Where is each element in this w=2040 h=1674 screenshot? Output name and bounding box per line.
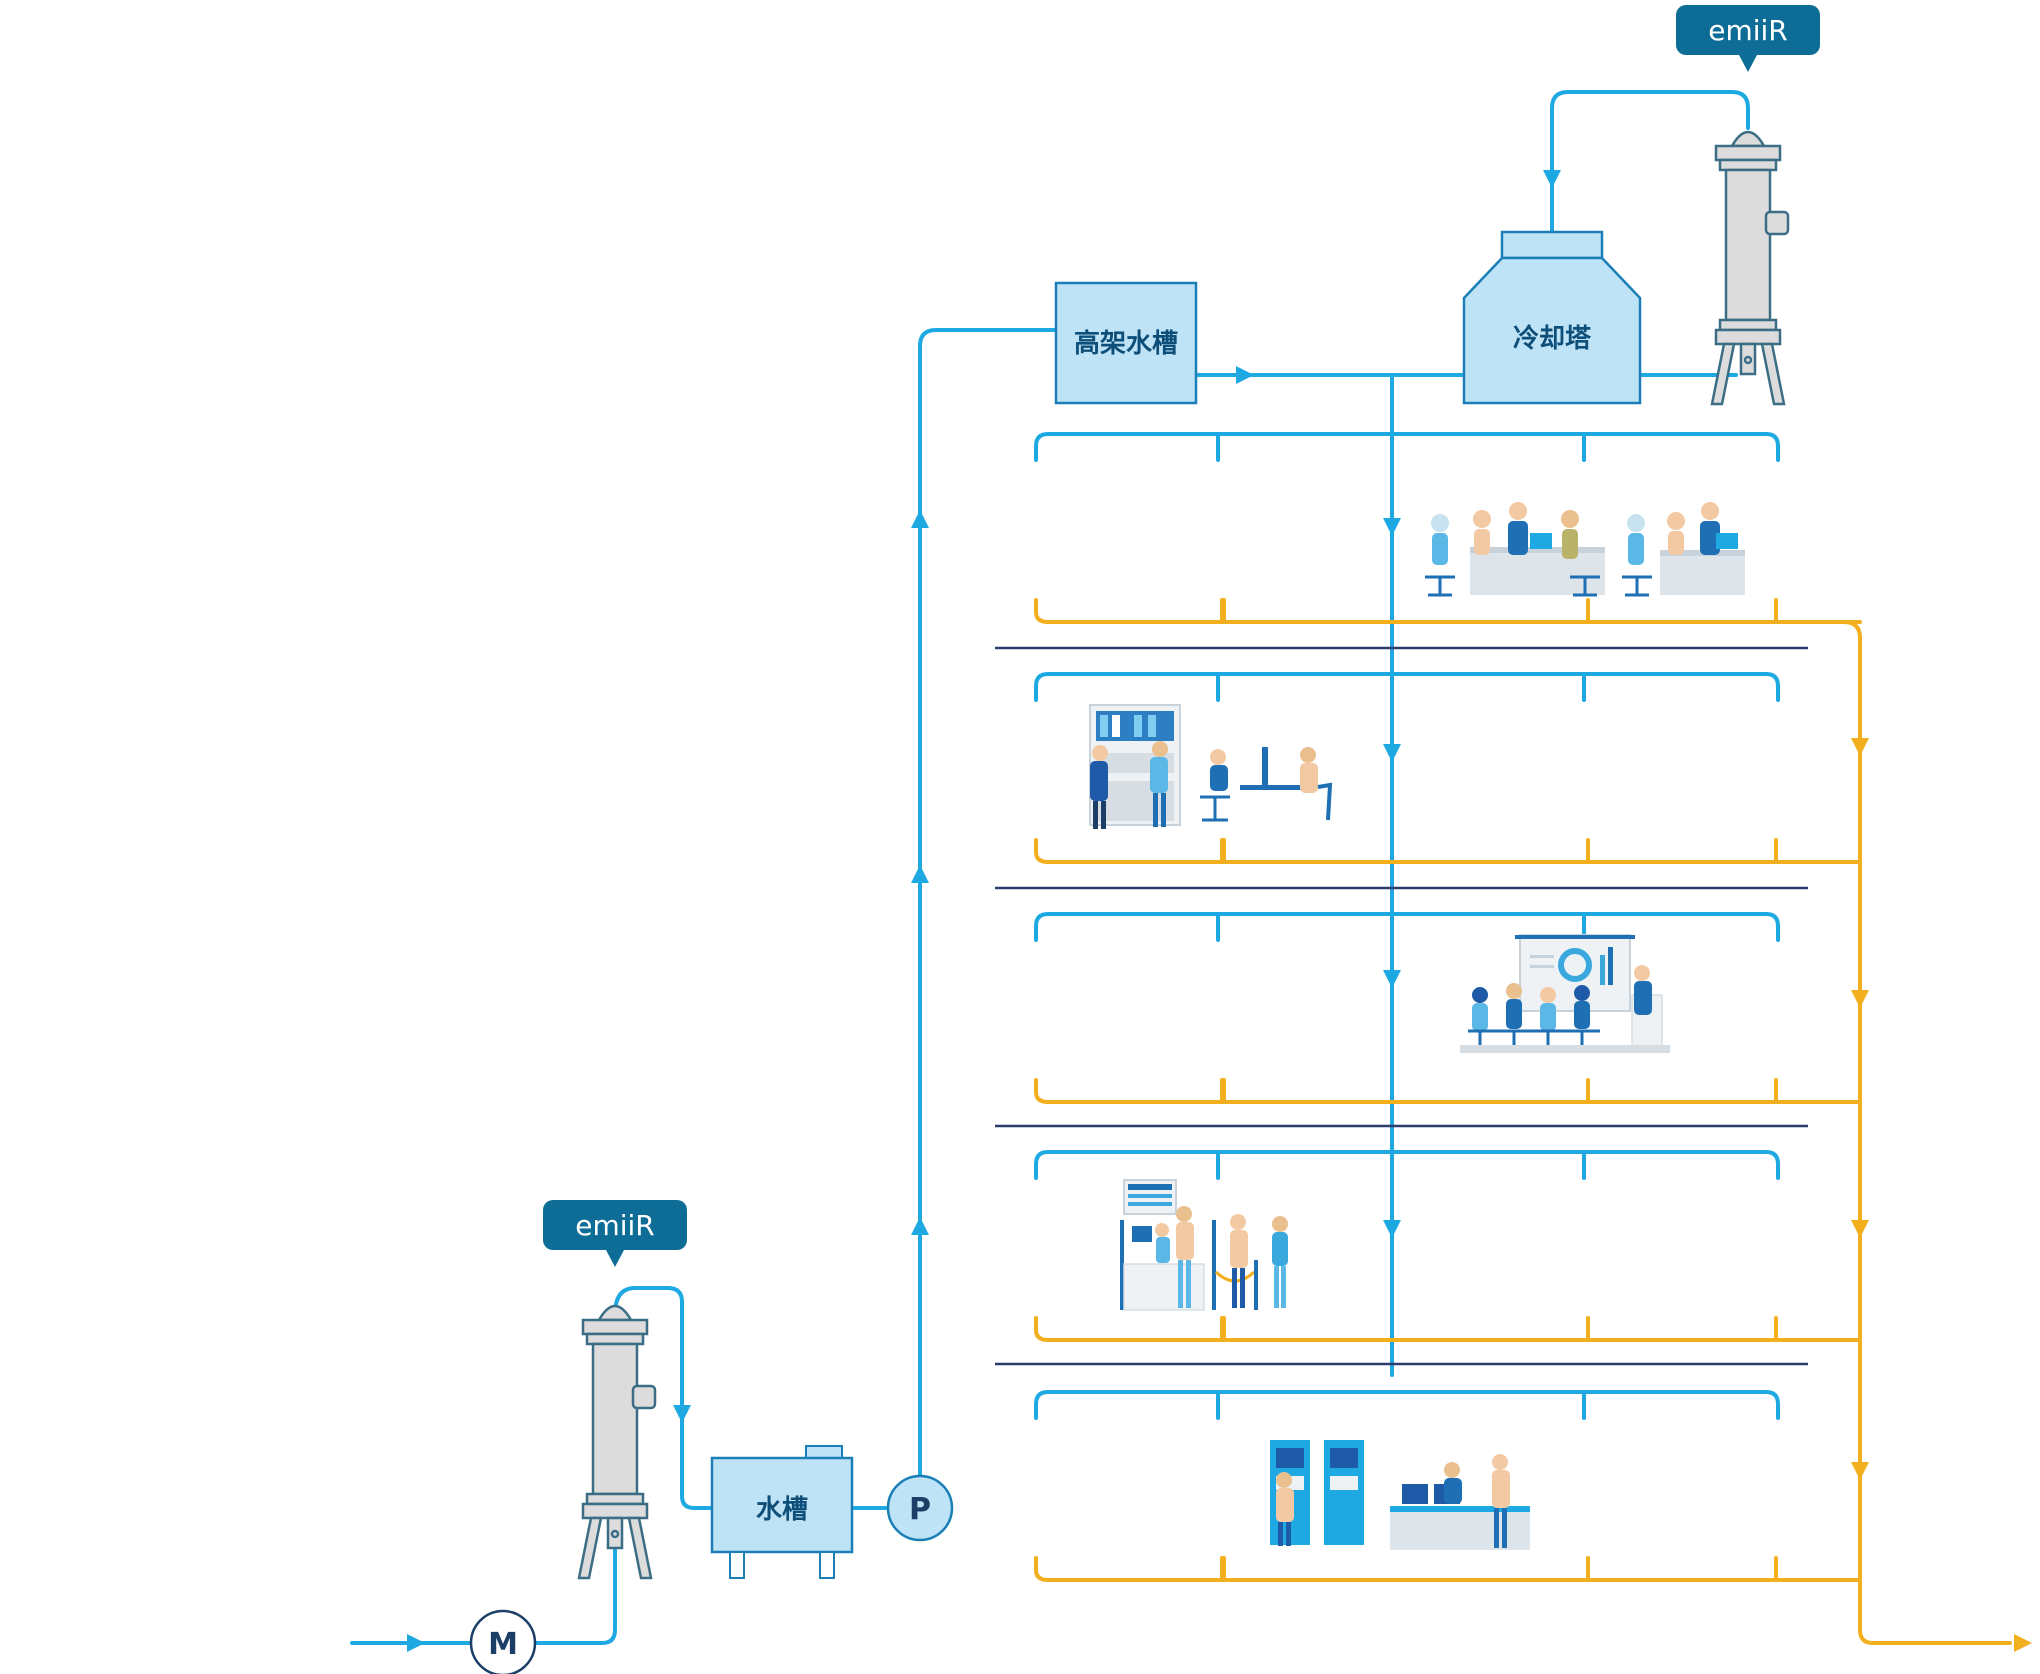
floor-4-drain-branch bbox=[1034, 1316, 1862, 1342]
meter-to-device-pipe bbox=[534, 1543, 617, 1645]
floor-5-drain-branch bbox=[1034, 1556, 1862, 1582]
drain-riser bbox=[1842, 620, 2012, 1645]
floor-2-drain-branch bbox=[1034, 838, 1862, 864]
drain-arrow-1 bbox=[1851, 738, 1869, 756]
arrow-main-4 bbox=[1383, 1220, 1401, 1238]
device-to-tank-pipe bbox=[613, 1286, 714, 1510]
arrow-to-tower bbox=[1543, 170, 1561, 188]
cooling-tower-label: 冷却塔 bbox=[1513, 323, 1592, 354]
device-bottom-label: emiiR bbox=[575, 1209, 655, 1242]
emiir-device-top: emiiR bbox=[1676, 5, 1820, 406]
floor-5-supply-branch bbox=[1034, 1390, 1780, 1420]
office-meeting-icon bbox=[1425, 502, 1605, 597]
floor-3-supply-branch bbox=[1034, 912, 1780, 942]
arrow-riser-3 bbox=[911, 510, 929, 528]
floor-2-supply-branch bbox=[1034, 672, 1780, 702]
pump: P bbox=[886, 1474, 954, 1542]
cooling-tower: 冷却塔 bbox=[1462, 230, 1642, 405]
presentation-icon bbox=[1460, 934, 1670, 1053]
arrow-inlet bbox=[407, 1634, 425, 1652]
floor-4-supply-branch bbox=[1034, 1150, 1780, 1180]
arrow-main-2 bbox=[1383, 744, 1401, 762]
device-bottom-body bbox=[577, 1304, 657, 1580]
arrow-to-tank bbox=[673, 1405, 691, 1423]
pump-label: P bbox=[909, 1492, 931, 1527]
device-top-badge: emiiR bbox=[1676, 5, 1820, 72]
arrow-to-header bbox=[1236, 366, 1254, 384]
office-workers-icon bbox=[1200, 747, 1333, 822]
elevated-tank: 高架水槽 bbox=[1054, 281, 1198, 405]
bank-counter-icon bbox=[1120, 1179, 1288, 1311]
water-tank: 水槽 bbox=[710, 1445, 854, 1579]
office-desk-icon bbox=[1622, 502, 1745, 597]
atm-icon bbox=[1270, 1440, 1364, 1546]
reception-desk-icon bbox=[1390, 1454, 1530, 1550]
supply-arrows bbox=[407, 170, 1561, 1652]
elevated-tank-label: 高架水槽 bbox=[1074, 328, 1178, 359]
drain-arrow-4 bbox=[1851, 1462, 1869, 1480]
arrow-riser-2 bbox=[911, 865, 929, 883]
device-top-label: emiiR bbox=[1708, 14, 1788, 47]
floor-branches bbox=[995, 432, 1862, 1582]
water-tank-label: 水槽 bbox=[756, 1495, 808, 1525]
drain-pipes bbox=[1842, 620, 2012, 1645]
arrow-riser-1 bbox=[911, 1217, 929, 1235]
drain-arrow-outlet bbox=[2014, 1634, 2032, 1652]
device-to-tower-pipe bbox=[1550, 90, 1750, 234]
bookshelf-icon bbox=[1089, 704, 1181, 829]
drain-arrow-2 bbox=[1851, 990, 1869, 1008]
floor-1-drain-branch bbox=[1034, 598, 1862, 624]
arrow-main-3 bbox=[1383, 970, 1401, 988]
meter: M bbox=[469, 1609, 537, 1674]
riser-pipe bbox=[918, 328, 1058, 1478]
floor-3-drain-branch bbox=[1034, 1078, 1862, 1104]
floor-1-supply-branch bbox=[1034, 432, 1780, 462]
emiir-device-bottom: emiiR bbox=[543, 1200, 687, 1580]
device-top-body bbox=[1710, 130, 1790, 406]
device-bottom-badge: emiiR bbox=[543, 1200, 687, 1267]
arrow-main-1 bbox=[1383, 518, 1401, 536]
drain-arrow-3 bbox=[1851, 1220, 1869, 1238]
drain-arrows bbox=[1851, 738, 2032, 1652]
meter-label: M bbox=[488, 1627, 518, 1662]
